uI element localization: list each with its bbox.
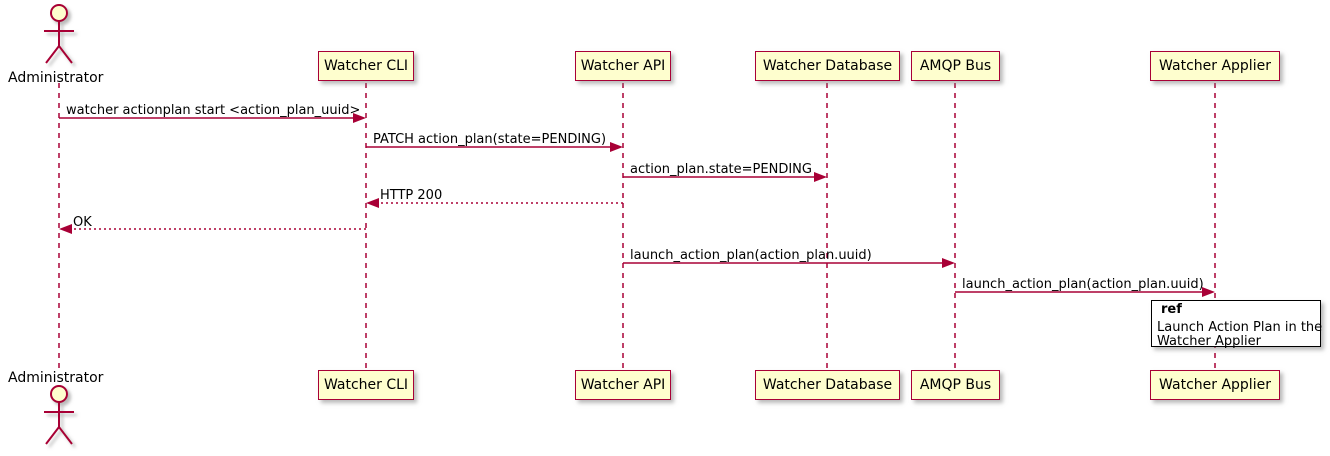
participant-box-amqp-bus-top[interactable]: AMQP Bus [911, 51, 1000, 81]
actor-label-administrator-top: Administrator [8, 70, 104, 86]
participant-box-watcher-api-top[interactable]: Watcher API [575, 51, 671, 81]
message-arrow-6 [623, 258, 955, 268]
actor-administrator-bottom [44, 385, 74, 445]
message-arrows [59, 113, 1215, 297]
participant-label: Watcher CLI [323, 58, 409, 74]
participant-box-watcher-applier-top[interactable]: Watcher Applier [1150, 51, 1280, 81]
ref-fragment-body-line-2: Watcher Applier [1157, 334, 1261, 349]
message-arrow-4 [366, 198, 623, 208]
ref-fragment-box [1151, 300, 1321, 347]
participant-box-watcher-cli-bottom[interactable]: Watcher CLI [318, 370, 414, 400]
participant-label: AMQP Bus [919, 58, 992, 74]
participant-box-watcher-applier-bottom[interactable]: Watcher Applier [1150, 370, 1280, 400]
actor-administrator-top [44, 4, 74, 64]
message-arrow-1 [59, 113, 366, 123]
participant-label: Watcher API [580, 58, 666, 74]
message-label-1: watcher actionplan start <action_plan_uu… [66, 103, 361, 118]
message-arrow-3 [623, 172, 827, 182]
actor-label-administrator-bottom: Administrator [8, 370, 104, 386]
message-arrow-7 [955, 287, 1215, 297]
participant-box-watcher-api-bottom[interactable]: Watcher API [575, 370, 671, 400]
participant-box-watcher-cli-top[interactable]: Watcher CLI [318, 51, 414, 81]
ref-fragment-tab-label: ref [1161, 302, 1182, 317]
message-label-6: launch_action_plan(action_plan.uuid) [630, 248, 872, 263]
ref-fragment-body-line-1: Launch Action Plan in the [1157, 320, 1323, 335]
lifelines [58, 83, 1216, 370]
participant-label: Watcher Applier [1159, 377, 1271, 393]
message-label-7: launch_action_plan(action_plan.uuid) [962, 277, 1204, 292]
ref-fragment-body: Launch Action Plan in the Watcher Applie… [1157, 321, 1323, 349]
message-label-5: OK [73, 215, 92, 230]
participant-box-watcher-database-top[interactable]: Watcher Database [755, 51, 900, 81]
participant-box-watcher-database-bottom[interactable]: Watcher Database [755, 370, 900, 400]
participant-label: Watcher Database [762, 58, 893, 74]
participant-label: AMQP Bus [919, 377, 992, 393]
participant-label: Watcher Applier [1159, 58, 1271, 74]
message-label-2: PATCH action_plan(state=PENDING) [373, 132, 607, 147]
message-label-3: action_plan.state=PENDING [630, 162, 812, 177]
participant-label: Watcher Database [762, 377, 893, 393]
participant-label: Watcher API [580, 377, 666, 393]
message-arrow-5 [59, 224, 366, 234]
message-arrow-2 [366, 142, 623, 152]
participant-label: Watcher CLI [323, 377, 409, 393]
participant-box-amqp-bus-bottom[interactable]: AMQP Bus [911, 370, 1000, 400]
message-label-4: HTTP 200 [380, 188, 443, 203]
